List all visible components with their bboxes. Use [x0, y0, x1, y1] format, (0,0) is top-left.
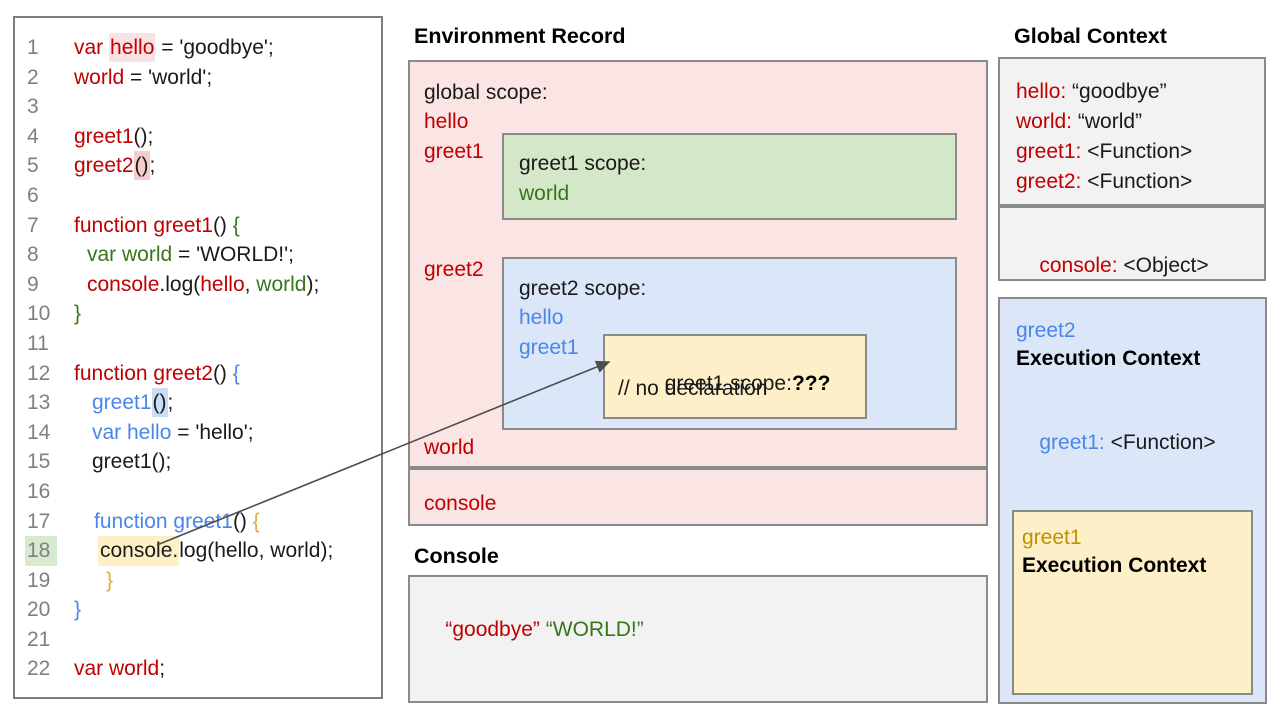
context-entry: world: “world” — [1016, 110, 1143, 133]
greet1-scope-var-world: world — [519, 182, 570, 205]
global-scope-box: global scope: hello greet1 greet2 world … — [408, 60, 988, 468]
console-output-goodbye: “goodbye” — [445, 618, 540, 641]
line-number: 8 — [27, 243, 39, 267]
console-scope-label: console — [424, 492, 497, 515]
global-context-box: hello: “goodbye” world: “world” greet1: <F… — [998, 57, 1266, 206]
line-number: 19 — [27, 568, 51, 592]
code-line-19: 19} — [25, 566, 377, 596]
greet2-ec-name: greet2 — [1016, 319, 1076, 342]
global-context-title: Global Context — [1014, 24, 1167, 48]
greet1-scope-title: greet1 scope: — [519, 152, 647, 175]
global-var-greet1: greet1 — [424, 140, 484, 163]
line-number: 15 — [27, 450, 51, 474]
greet2-scope-var-greet1: greet1 — [519, 336, 579, 359]
console-entry-value: <Object> — [1123, 254, 1209, 277]
greet1-ec-label: Execution Context — [1022, 554, 1207, 577]
line-number: 14 — [27, 420, 51, 444]
global-context-entries: hello: “goodbye” world: “world” greet1: <F… — [1016, 77, 1192, 197]
code-line-10: 10} — [25, 299, 377, 329]
line-number: 18 — [25, 536, 57, 566]
line-number: 13 — [27, 391, 51, 415]
console-entry-key: console: — [1039, 254, 1118, 277]
greet2-scope-box: greet2 scope: hello greet1 greet1 scope:… — [502, 257, 957, 430]
context-entry: greet1: <Function> — [1016, 140, 1193, 163]
line-number: 20 — [27, 598, 51, 622]
greet2-ec-label: Execution Context — [1016, 347, 1201, 370]
code-line-11: 11 — [25, 329, 377, 359]
greet1-scope-box: greet1 scope: world — [502, 133, 957, 220]
console-scope-box: console — [408, 468, 988, 526]
line-number: 4 — [27, 124, 39, 148]
code-line-3: 3 — [25, 92, 377, 122]
greet1-execution-context-box: greet1 Execution Context — [1012, 510, 1253, 695]
code-line-21: 21 — [25, 625, 377, 655]
global-var-hello: hello — [424, 110, 469, 133]
line-number: 6 — [27, 183, 39, 207]
code-line-20: 20} — [25, 595, 377, 625]
greet1-ec-name: greet1 — [1022, 526, 1082, 549]
line-number: 10 — [27, 302, 51, 326]
greet2-scope-var-hello: hello — [519, 306, 564, 329]
greet2-ec-entry-key: greet1: — [1039, 431, 1105, 454]
line-number: 12 — [27, 361, 51, 385]
line-number: 2 — [27, 65, 39, 89]
console-title: Console — [414, 544, 499, 568]
global-context-console-box: console: <Object> — [998, 206, 1266, 281]
line-number: 1 — [27, 36, 39, 59]
code-line-16: 16 — [25, 477, 377, 507]
line-number: 17 — [27, 509, 51, 533]
context-entry: greet2: <Function> — [1016, 170, 1193, 193]
line-number: 9 — [27, 272, 39, 296]
code-line-6: 6 — [25, 181, 377, 211]
console-output-world: “WORLD!” — [545, 618, 644, 641]
inner-greet1-scope-unknown: ??? — [791, 372, 831, 395]
inner-greet1-scope-box: greet1 scope:??? // no declaration — [603, 334, 867, 419]
line-number: 11 — [27, 331, 49, 355]
line-number: 21 — [27, 627, 51, 651]
inner-greet1-scope-title: greet1 scope: — [664, 372, 792, 395]
line-number: 7 — [27, 213, 39, 237]
inner-greet1-scope-comment: // no declaration — [618, 377, 768, 400]
greet2-scope-title: greet2 scope: — [519, 277, 647, 300]
line-number: 16 — [27, 479, 51, 503]
greet2-execution-context-box: greet2 Execution Context greet1: <Functi… — [998, 297, 1267, 704]
line-number: 5 — [27, 154, 39, 178]
global-var-greet2: greet2 — [424, 258, 484, 281]
context-entry: hello: “goodbye” — [1016, 80, 1167, 103]
global-scope-label: global scope: — [424, 81, 548, 104]
environment-record-title: Environment Record — [414, 24, 626, 48]
greet2-ec-entry-value: <Function> — [1110, 431, 1216, 454]
console-output-box: “goodbye” “WORLD!” — [408, 575, 988, 703]
line-number: 22 — [27, 657, 51, 681]
line-number: 3 — [27, 95, 39, 119]
global-var-world: world — [424, 436, 475, 459]
